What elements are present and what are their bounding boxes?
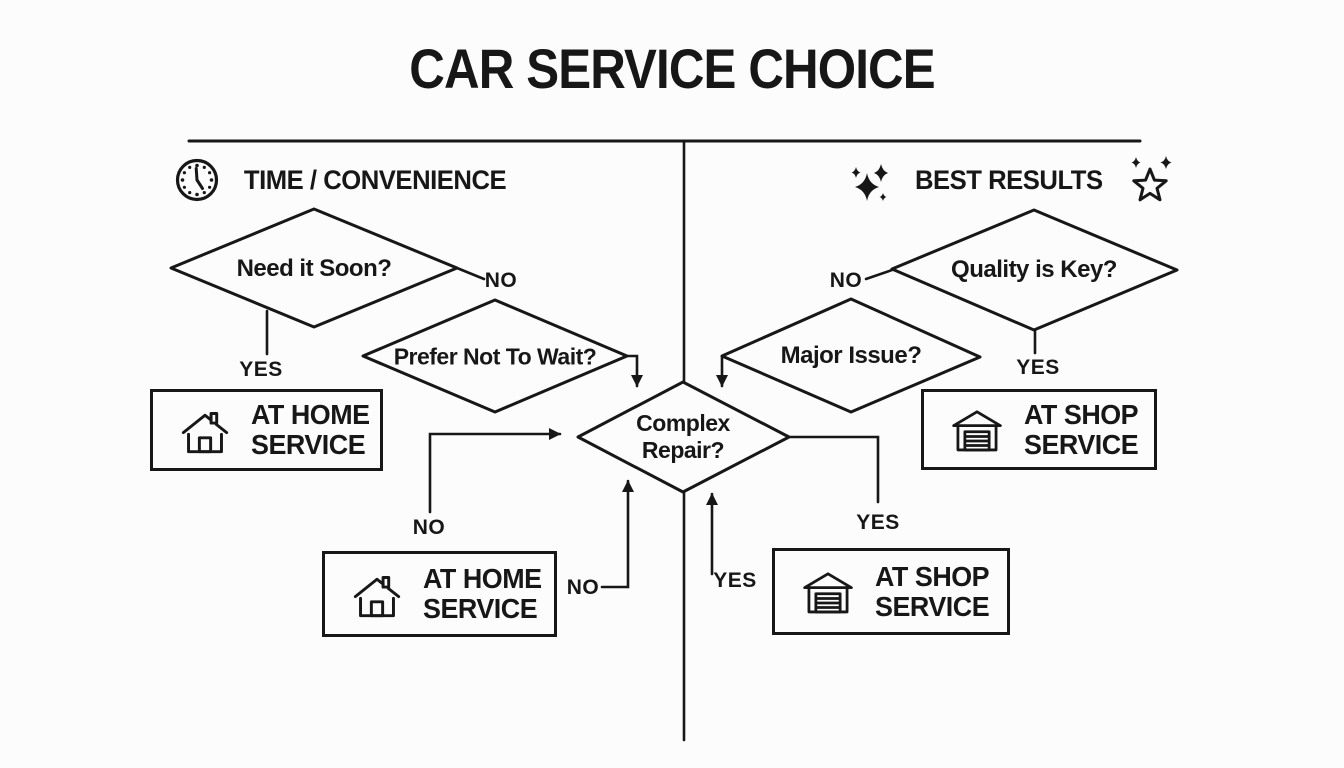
result-label-at-home: AT HOME SERVICE [251,400,370,460]
sparkles-icon [851,164,888,201]
branch-no-need-it-soon: NO [484,269,518,292]
decision-complex-repair: Complex Repair? [636,410,730,464]
result-at-home-line1: AT HOME [251,399,370,431]
connector-homebottom-no-to-complex [428,428,562,514]
star-icon [1131,156,1172,202]
branch-yes-complex-repair: YES [713,569,757,592]
result-label-at-shop: AT SHOP SERVICE [875,560,990,622]
diamond-need-it-soon [169,207,459,329]
result-at-shop-line1: AT SHOP [875,560,990,592]
connector-complex-yes-right [787,435,880,504]
connector-prefer-to-complex [625,354,643,388]
result-at-shop-line2: SERVICE [875,590,990,622]
garage-icon [952,409,1002,451]
branch-no-prefer-not-to-wait: NO [412,516,446,539]
branch-no-complex-repair: NO [566,576,600,599]
decision-prefer-not-to-wait: Prefer Not To Wait? [393,343,597,370]
branch-no-quality-is-key: NO [829,269,863,292]
section-header-best-results: BEST RESULTS [846,155,1176,205]
result-at-home-line2: SERVICE [423,593,538,624]
connector-needsoon-no [455,266,486,281]
connector-no-up-to-complex [600,479,634,589]
result-at-home-line2: SERVICE [251,429,366,460]
diamond-complex-repair [576,380,791,494]
branch-yes-complex-right: YES [856,511,900,534]
diamond-major-issue [720,297,982,414]
connector-quality-no [864,268,894,281]
result-box-at-home-top: AT HOME SERVICE [150,389,383,471]
garage-icon [803,571,853,613]
branch-yes-quality-is-key: YES [1016,356,1060,379]
result-box-at-shop-top: AT SHOP SERVICE [921,389,1157,470]
section-label-time-convenience: TIME / CONVENIENCE [243,164,507,195]
house-icon [181,412,229,454]
result-at-home-line1: AT HOME [423,563,542,595]
result-at-shop-line2: SERVICE [1024,428,1139,460]
decision-complex-repair-line1: Complex [636,409,730,436]
section-label-best-results: BEST RESULTS [914,164,1103,195]
house-icon [353,576,401,618]
decision-complex-repair-line2: Repair? [641,437,725,463]
result-box-at-home-bottom: AT HOME SERVICE [322,551,557,637]
decision-quality-is-key: Quality is Key? [951,256,1117,283]
decision-need-it-soon: Need it Soon? [236,255,392,282]
result-box-at-shop-bottom: AT SHOP SERVICE [772,548,1010,635]
decision-major-issue: Major Issue? [780,342,922,369]
page-title: CAR SERVICE CHOICE [409,37,935,100]
result-at-shop-line1: AT SHOP [1024,398,1139,430]
clock-icon [175,158,219,202]
diamond-prefer-not-to-wait [361,298,629,414]
branch-yes-need-it-soon: YES [239,358,283,381]
diamond-quality-is-key [890,208,1179,332]
section-header-time-convenience: TIME / CONVENIENCE [173,156,513,204]
result-label-at-home: AT HOME SERVICE [423,564,542,624]
result-label-at-shop: AT SHOP SERVICE [1024,398,1139,460]
